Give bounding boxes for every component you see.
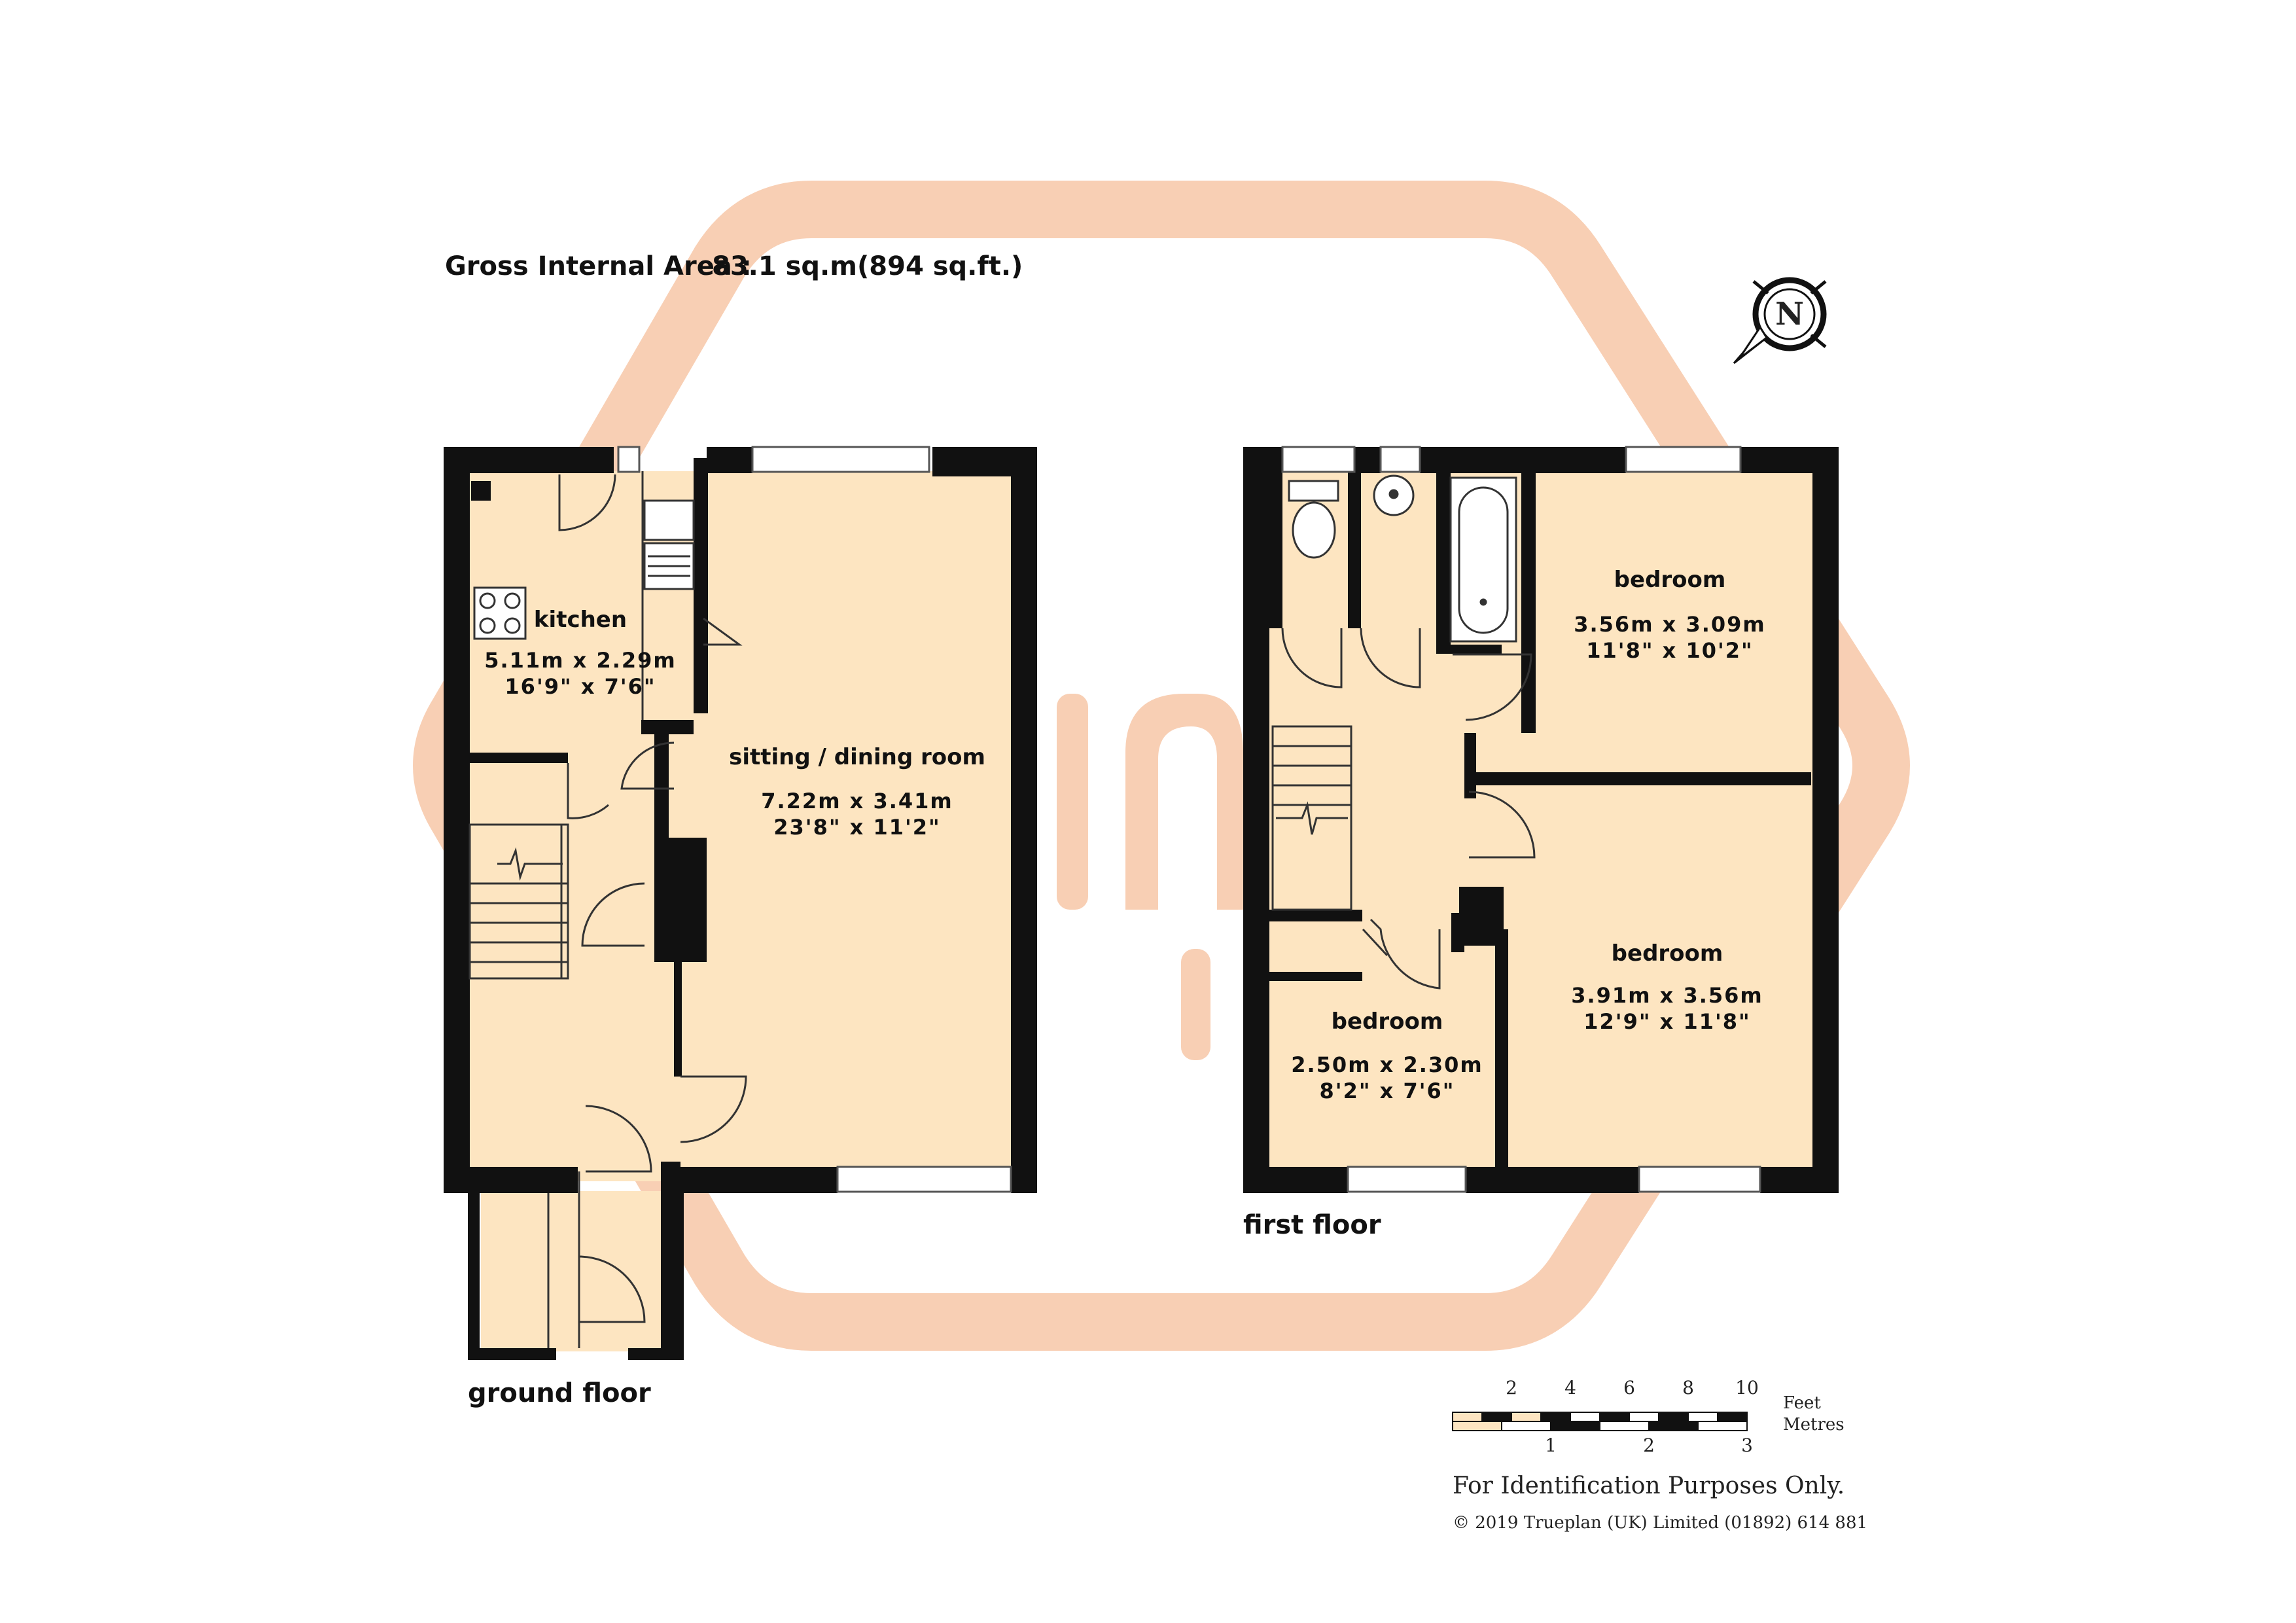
metre-tick-2: 2 xyxy=(1643,1435,1655,1456)
bedroom2-metric: 3.91m x 3.56m xyxy=(1571,983,1763,1008)
kitchen-metric: 5.11m x 2.29m xyxy=(484,648,677,673)
bedroom1-metric: 3.56m x 3.09m xyxy=(1574,612,1766,637)
ground-floor-windows xyxy=(617,446,1012,1193)
sitting-imperial: 23'8" x 11'2" xyxy=(773,815,940,840)
bedroom3-metric: 2.50m x 2.30m xyxy=(1291,1052,1483,1077)
metres-label: Metres xyxy=(1783,1415,1845,1435)
first-floor-windows xyxy=(1281,446,1761,1193)
feet-tick-2: 2 xyxy=(1506,1377,1517,1399)
sitting-metric: 7.22m x 3.41m xyxy=(761,789,953,813)
feet-tick-6: 6 xyxy=(1623,1377,1635,1399)
kitchen-label: kitchen xyxy=(534,607,627,633)
ground-floor-walls xyxy=(444,447,1037,1360)
gross-area-value: 83.1 sq.m xyxy=(712,251,857,281)
ground-floor-doors xyxy=(547,474,747,1348)
kitchen-imperial: 16'9" x 7'6" xyxy=(504,674,656,699)
feet-label: Feet xyxy=(1783,1393,1821,1413)
bedroom3-label: bedroom xyxy=(1332,1008,1443,1035)
bedroom2-label: bedroom xyxy=(1612,940,1723,967)
gross-area-label: Gross Internal Area : xyxy=(445,251,752,281)
compass-letter: N xyxy=(1775,296,1804,332)
ground-floor-stairs xyxy=(468,823,569,980)
bedroom1-imperial: 11'8" x 10'2" xyxy=(1586,638,1753,663)
watermark-letters xyxy=(1057,694,1243,1060)
feet-tick-8: 8 xyxy=(1682,1377,1694,1399)
kitchen-fittings xyxy=(473,471,695,720)
bedroom3-imperial: 8'2" x 7'6" xyxy=(1320,1079,1455,1103)
first-floor-doors xyxy=(1281,628,1536,990)
first-floor-label: first floor xyxy=(1243,1210,1381,1240)
bathroom-fittings xyxy=(1288,474,1517,643)
bedroom1-label: bedroom xyxy=(1614,567,1726,593)
first-floor-plan: bedroom 3.56m x 3.09m 11'8" x 10'2" bedr… xyxy=(1243,446,1839,1240)
scale-bar: 2 4 6 8 10 1 2 3 Feet Metres xyxy=(1452,1377,1845,1456)
gross-area-imperial: (894 sq.ft.) xyxy=(857,251,1023,281)
sitting-label: sitting / dining room xyxy=(729,744,985,770)
first-floor-walls xyxy=(1243,447,1839,1193)
toilet-icon xyxy=(1292,501,1336,559)
metre-tick-1: 1 xyxy=(1545,1435,1557,1456)
metre-tick-3: 3 xyxy=(1741,1435,1753,1456)
bedroom2-imperial: 12'9" x 11'8" xyxy=(1583,1009,1750,1034)
disclaimer-text: For Identification Purposes Only. xyxy=(1453,1472,1845,1499)
copyright-text: © 2019 Trueplan (UK) Limited (01892) 614… xyxy=(1453,1513,1867,1533)
ground-floor-label: ground floor xyxy=(468,1378,651,1408)
feet-tick-4: 4 xyxy=(1564,1377,1576,1399)
sink-icon xyxy=(643,499,695,541)
first-floor-stairs xyxy=(1271,725,1352,911)
feet-tick-10: 10 xyxy=(1735,1377,1759,1399)
compass-icon: N xyxy=(1733,277,1827,365)
ground-floor-plan: kitchen 5.11m x 2.29m 16'9" x 7'6" sitti… xyxy=(444,446,1037,1408)
toilet-cistern-icon xyxy=(1288,480,1339,502)
porch-fill xyxy=(481,1191,674,1351)
